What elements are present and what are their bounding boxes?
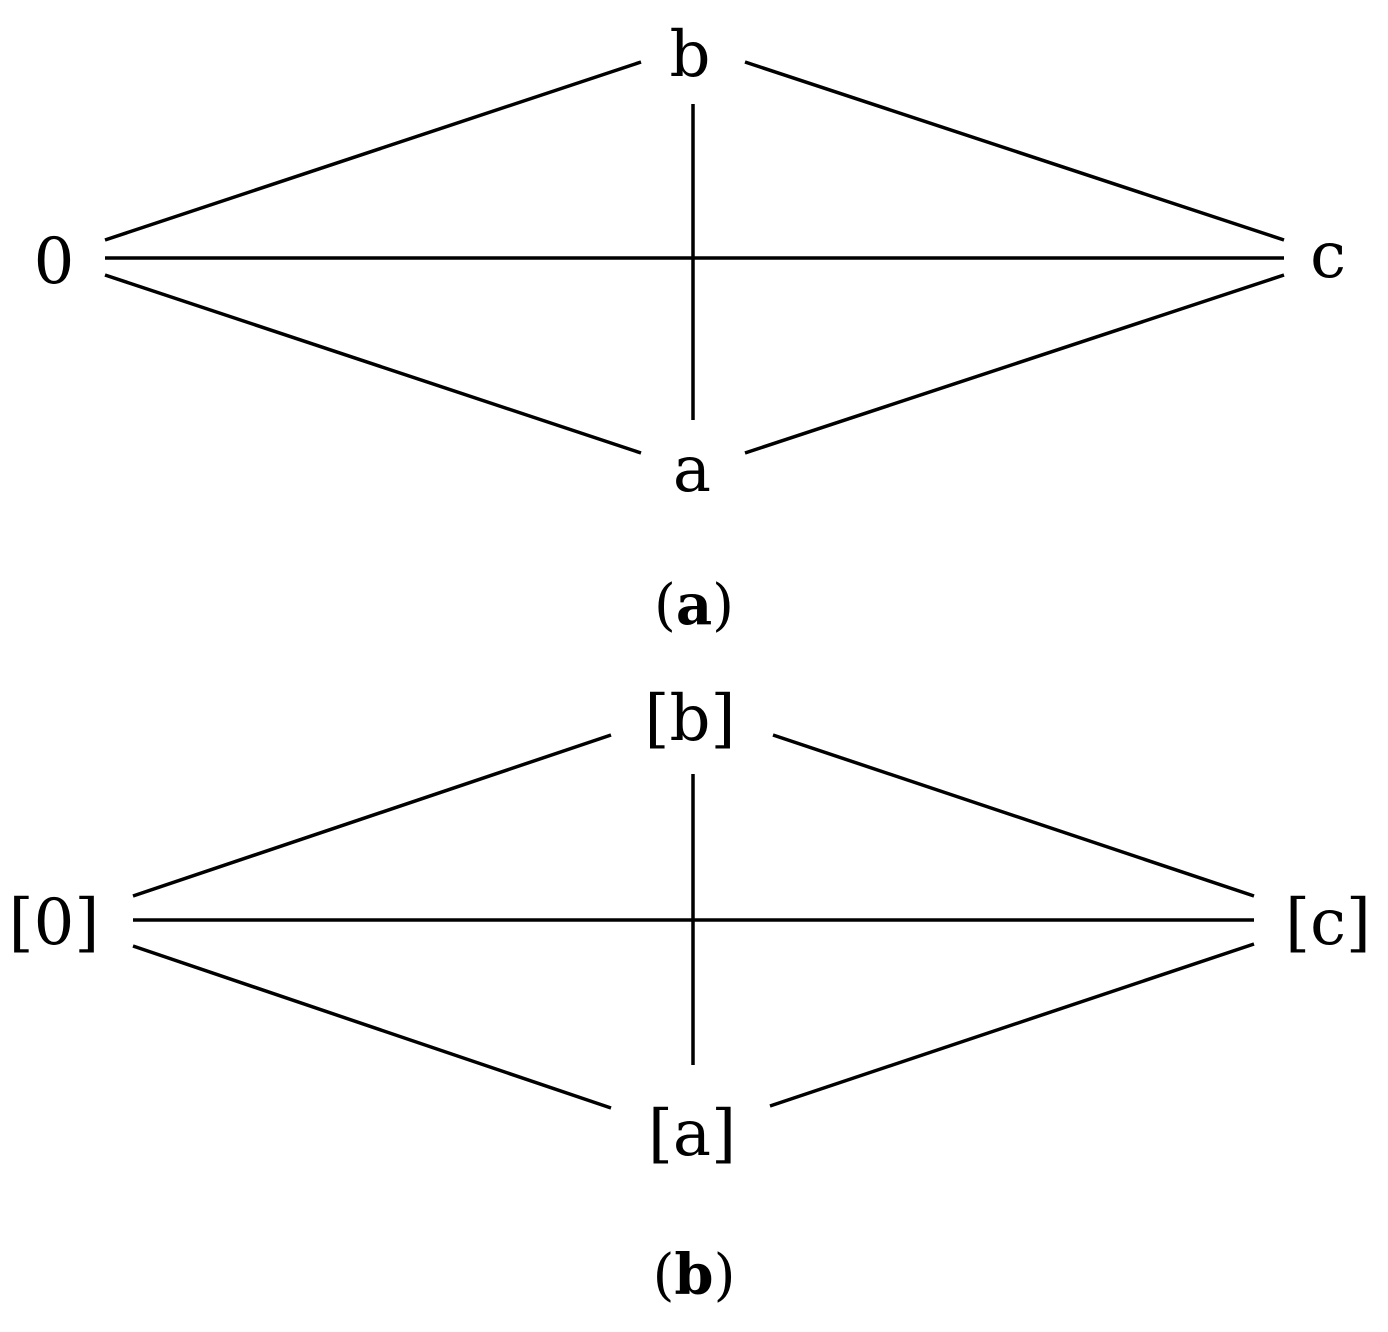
edge-0-a xyxy=(104,273,642,455)
caption-b-letter: b xyxy=(674,1242,713,1308)
caption-b-close: ) xyxy=(714,1243,736,1308)
edge-0-a xyxy=(132,944,612,1110)
node-c-label: c xyxy=(1310,219,1346,293)
node-0-label: 0 xyxy=(34,225,75,299)
node-0-label: [0] xyxy=(9,886,100,960)
node-a-label: [a] xyxy=(648,1097,736,1171)
edge-a-c xyxy=(769,942,1255,1108)
diagram-b-edges xyxy=(132,733,1255,1110)
caption-a-open: ( xyxy=(654,573,676,638)
node-c-label: [c] xyxy=(1285,886,1371,960)
edge-b-c xyxy=(772,733,1255,898)
caption-a-letter: a xyxy=(676,572,712,638)
caption-b: (b) xyxy=(653,1242,736,1308)
diagram-a-edges xyxy=(104,60,1285,455)
diagram-b-nodes: [b] [0] [c] [a] xyxy=(9,682,1371,1171)
diagram-a-nodes: b 0 c a xyxy=(34,18,1346,507)
edge-b-c xyxy=(744,60,1285,242)
node-a-label: a xyxy=(673,433,711,507)
edge-a-c xyxy=(744,273,1285,455)
node-b-label: b xyxy=(670,18,711,92)
caption-a-close: ) xyxy=(712,573,734,638)
caption-b-open: ( xyxy=(653,1243,675,1308)
diagram-a: b 0 c a (a) xyxy=(34,18,1346,638)
edge-0-b xyxy=(132,733,612,898)
caption-a: (a) xyxy=(654,572,734,638)
node-b-label: [b] xyxy=(645,682,736,756)
edge-0-b xyxy=(104,60,642,242)
diagram-b: [b] [0] [c] [a] (b) xyxy=(9,682,1371,1308)
